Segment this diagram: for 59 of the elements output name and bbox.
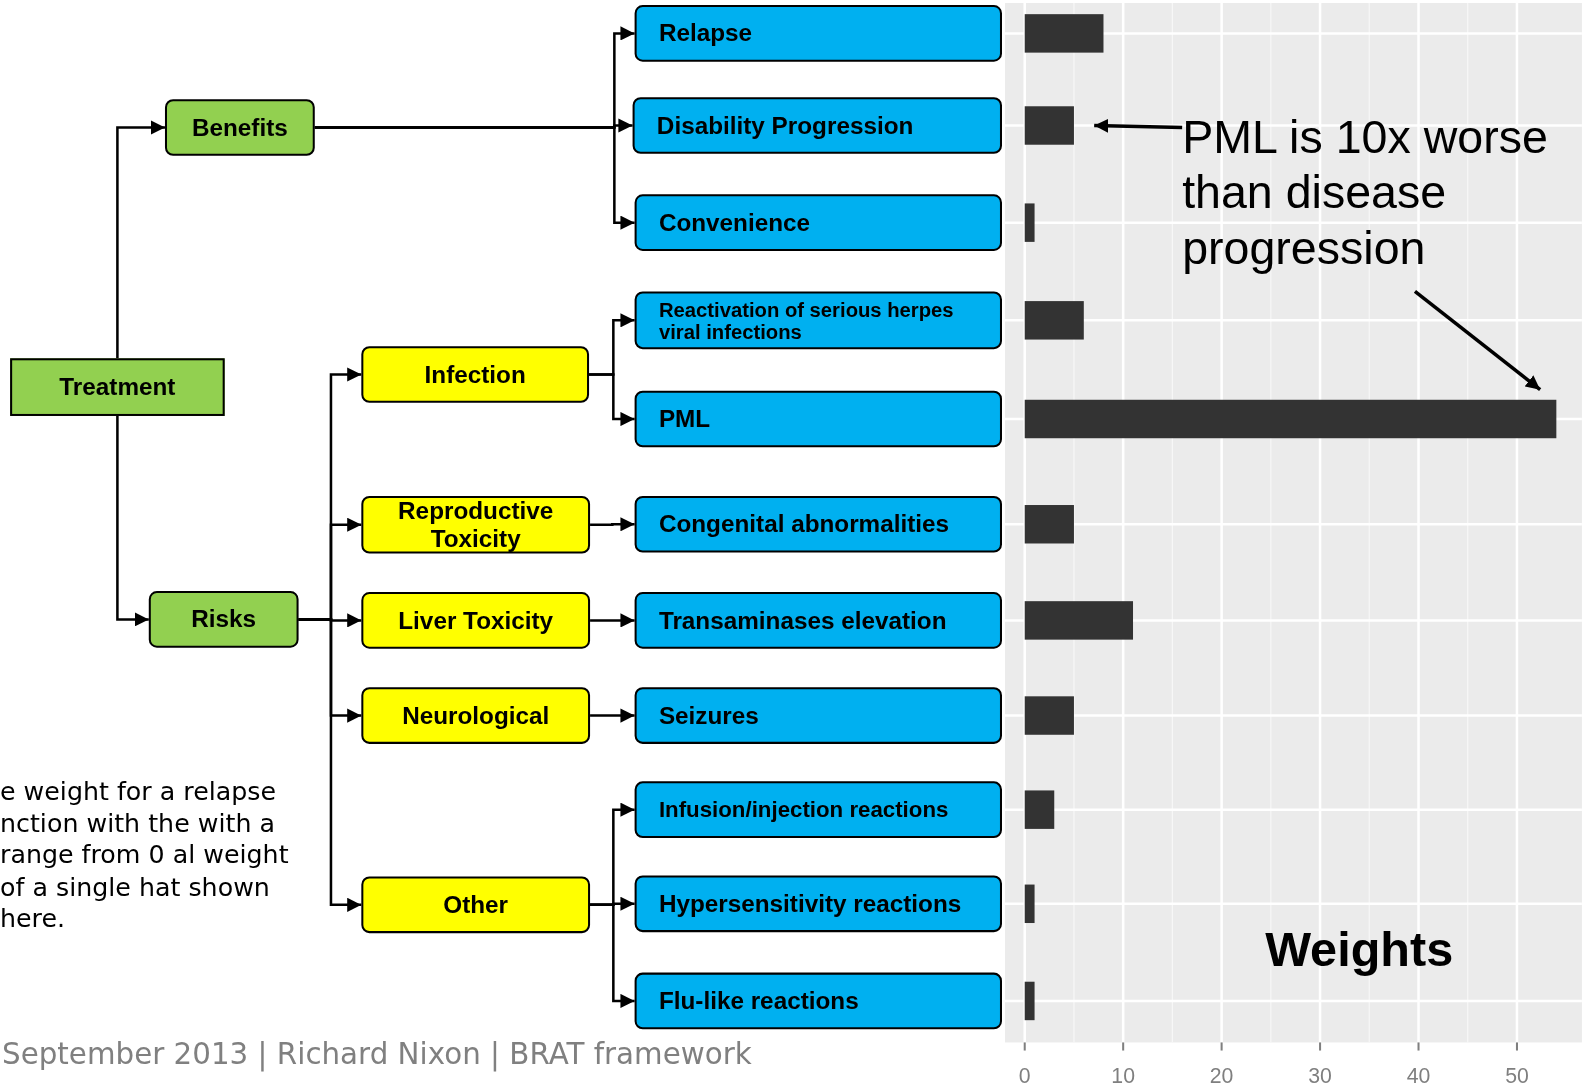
outcome-box	[634, 495, 1002, 553]
footer-text: September 2013 | Richard Nixon | BRAT framework	[2, 1036, 752, 1071]
connector-arrow	[590, 517, 635, 532]
category-box	[10, 358, 225, 416]
subcategory-box	[361, 346, 590, 403]
node-label: Convenience	[658, 209, 811, 236]
connector-arrow	[590, 708, 635, 723]
tick-label: 10	[1111, 1063, 1135, 1088]
connector-arrow	[116, 415, 149, 627]
node-label: Congenital abnormalities	[658, 510, 950, 538]
node-label: Treatment	[59, 373, 176, 401]
outcome-box	[634, 875, 1002, 933]
node-label: Disability Progression	[656, 112, 914, 139]
node-label: Benefits	[191, 114, 288, 141]
callout-arrow	[1413, 290, 1542, 392]
outcome-box	[634, 972, 1002, 1030]
connector-arrow	[590, 903, 635, 1009]
outcome-box	[632, 97, 1002, 154]
outcome-box	[634, 5, 1002, 62]
tick-label: 30	[1308, 1063, 1332, 1088]
outcome-box	[634, 687, 1002, 744]
subcategory-box	[361, 592, 591, 649]
connector-arrow	[590, 613, 635, 628]
connector-arrow	[298, 618, 362, 912]
annotation-text: PML is 10x worse than disease progression	[1182, 109, 1579, 284]
node-label: Flu-like reactions	[658, 987, 859, 1015]
node-label: Seizures	[658, 702, 759, 729]
subcategory-box	[361, 495, 591, 554]
node-label: Risks	[191, 606, 257, 633]
outcome-box	[634, 291, 1002, 350]
tick-label: 40	[1406, 1063, 1431, 1088]
node-label: PML	[658, 405, 711, 433]
chart-title: Weights	[1265, 921, 1454, 977]
subcategory-box	[361, 876, 591, 934]
node-label: Reproductive Toxicity	[397, 498, 555, 552]
note-text: e weight for a relapse nction with the with a range from 0 al weight of a single hat shown here.	[0, 775, 290, 935]
callout-arrow	[1094, 118, 1183, 133]
outcome-box	[634, 390, 1002, 448]
outcome-box	[634, 781, 1002, 838]
connector-arrow	[589, 373, 635, 427]
tick-label: 0	[1018, 1063, 1031, 1088]
node-label: Reactivation of serious herpes viral infections	[658, 298, 955, 343]
node-label: Relapse	[658, 20, 753, 47]
connector-arrow	[116, 120, 165, 359]
subcategory-box	[361, 687, 591, 744]
connector-arrow	[314, 126, 635, 230]
category-box	[148, 591, 299, 648]
node-label: Infusion/injection reactions	[658, 797, 949, 822]
node-label: Other	[443, 891, 509, 919]
tick-label: 20	[1209, 1063, 1234, 1088]
category-box	[165, 99, 315, 156]
tick-label: 50	[1505, 1063, 1529, 1088]
node-label: Neurological	[402, 702, 550, 729]
node-label: Liver Toxicity	[398, 607, 554, 634]
node-label: Infection	[424, 361, 526, 388]
outcome-box	[634, 194, 1002, 251]
node-label: Transaminases elevation	[658, 607, 947, 634]
node-label: Hypersensitivity reactions	[658, 890, 962, 918]
outcome-box	[634, 592, 1002, 649]
